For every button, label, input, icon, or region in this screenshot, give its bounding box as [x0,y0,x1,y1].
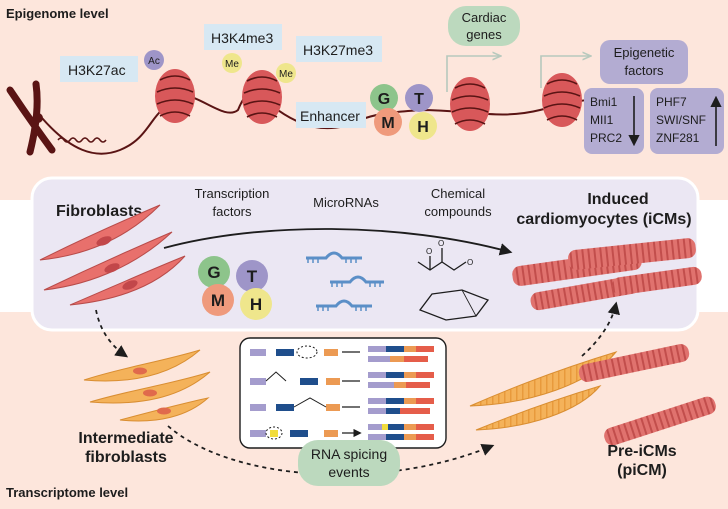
epigenetic-factors-line2: factors [624,63,664,78]
h3k27me3-box [296,36,382,62]
down-factor-1: Bmi1 [590,95,618,109]
pre-icm-cells-icon [469,344,716,446]
me-label-1: Me [225,59,239,70]
epigenetic-factors-line1: Epigenetic [614,45,675,60]
up-factor-3: ZNF281 [656,131,700,145]
methyl-icon-2 [276,63,296,83]
gmth-mid-h: H [250,295,262,314]
epigenome-title: Epigenome level [6,6,109,21]
intermediate-label-line2: fibroblasts [85,449,167,466]
up-factor-1: PHF7 [656,95,687,109]
chromosome-icon [6,80,56,156]
gmth-cluster-top: G T M H [370,84,437,140]
splicing-label-line2: events [328,464,369,480]
enhancer-label: Enhancer [300,108,360,124]
gmth-top-g: G [378,91,390,108]
fibroblast-to-intermediate-arrow [95,309,129,358]
down-factor-3: PRC2 [590,131,622,145]
intermediate-label-line1: Intermediate [78,430,173,447]
dna-coil [57,137,107,143]
h3k4me3-box [204,24,282,50]
cardiac-genes-line2: genes [466,27,502,42]
gmth-mid-m: M [211,291,225,310]
nucleosome-3 [450,77,490,131]
preicm-to-icm-arrow [581,301,620,357]
gmth-top-t: T [414,91,424,108]
chem-o-3: O [467,258,473,267]
factor-mirna-line1: MicroRNAs [313,195,379,210]
factor-chem-line1: Chemical [431,186,485,201]
cardiac-genes-pill [448,6,520,46]
factor-tf-line2: factors [212,204,252,219]
intermediate-fibroblast-cells-icon [83,349,211,422]
reprogramming-arrow [163,228,513,256]
up-factor-2: SWI/SNF [656,113,706,127]
transcriptome-title: Transcriptome level [6,485,128,500]
methyl-icon-1 [222,53,242,73]
nucleosome-2 [242,70,282,124]
transcription-arrow-2 [540,56,590,88]
pre-icms-label-line2: (piCM) [617,462,667,479]
transcription-arrow-1 [446,56,500,92]
me-label-2: Me [279,69,293,80]
acetyl-icon [144,50,164,70]
enhancer-box [296,102,366,128]
cardiomyocyte-cells-icon [512,238,702,311]
nucleosome-1 [155,69,195,123]
gmth-top-h: H [417,119,429,136]
splicing-pill [298,440,400,486]
h3k4me3-label: H3K4me3 [211,30,273,46]
splicing-mrna-products [368,346,434,440]
chemical-structure-icon [417,248,490,321]
fibroblasts-label: Fibroblasts [56,203,142,220]
nucleosome-4 [542,73,582,127]
gmth-mid-g: G [207,263,220,282]
factor-chem-line2: compounds [424,204,492,219]
microrna-icon [306,251,384,311]
chem-o-1: O [426,247,432,256]
icms-label-line1: Induced [587,191,648,208]
h3k27ac-label: H3K27ac [68,62,126,78]
down-factor-2: MII1 [590,113,614,127]
ac-label: Ac [148,56,160,67]
h3k27ac-box [60,56,138,82]
up-factors-box [650,88,724,154]
h3k27me3-label: H3K27me3 [303,42,373,58]
factor-tf-line1: Transcription [195,186,270,201]
fibroblast-cells-icon [39,204,186,306]
epigenetic-factors-box [600,40,688,84]
splicing-label-line1: RNA spicing [311,446,387,462]
icms-label-line2: cardiomyocytes (iCMs) [516,211,691,228]
gmth-top-m: M [381,115,394,132]
gmth-mid-t: T [247,267,258,286]
pre-icms-label-line1: Pre-iCMs [607,443,676,460]
splicing-pre-mrna-rows [250,345,360,439]
cardiac-genes-line1: Cardiac [462,10,507,25]
gmth-cluster-middle: G T M H [198,256,272,320]
chem-o-2: O [438,239,444,248]
reprogramming-panel [30,176,700,332]
